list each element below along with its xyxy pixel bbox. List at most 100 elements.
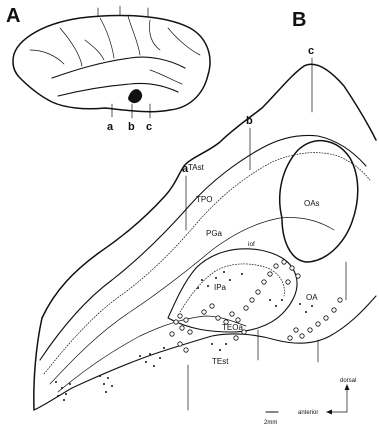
section-label-b: b xyxy=(246,115,253,127)
site-circle xyxy=(324,316,328,320)
site-dot xyxy=(103,383,105,385)
site-dot xyxy=(223,271,225,273)
site-dot xyxy=(69,383,71,385)
site-dot xyxy=(305,311,307,313)
site-circle xyxy=(308,328,312,332)
site-dot xyxy=(219,349,221,351)
site-dot xyxy=(281,299,283,301)
site-circle xyxy=(290,266,294,270)
brain-label-a: a xyxy=(107,121,114,133)
sylvian-fissure xyxy=(52,57,185,78)
site-dot xyxy=(269,299,271,301)
site-dot xyxy=(225,343,227,345)
orientation-anterior-label: anterior xyxy=(298,410,318,416)
site-dot xyxy=(111,385,113,387)
site-dot xyxy=(197,287,199,289)
site-dot xyxy=(299,303,301,305)
orientation-indicator xyxy=(326,384,350,415)
site-dot xyxy=(107,377,109,379)
site-circle xyxy=(184,348,188,352)
site-circle xyxy=(250,298,254,302)
site-circle xyxy=(300,334,304,338)
site-dot xyxy=(215,277,217,279)
upper-bank-boundary xyxy=(50,218,334,385)
site-dot xyxy=(159,357,161,359)
region-label-iof: iof xyxy=(248,241,255,248)
site-dot xyxy=(153,365,155,367)
region-label-pga: PGa xyxy=(206,229,223,238)
site-circle xyxy=(234,336,238,340)
site-circle xyxy=(174,320,178,324)
site-circle xyxy=(338,298,342,302)
site-circle xyxy=(288,336,292,340)
site-dot xyxy=(99,375,101,377)
site-dot xyxy=(57,395,59,397)
site-dot xyxy=(55,381,57,383)
site-dot xyxy=(149,353,151,355)
brain-sulcus-2 xyxy=(100,18,114,58)
site-dot xyxy=(65,393,67,395)
region-label-ipa: IPa xyxy=(214,283,227,292)
region-label-tast: TAst xyxy=(188,163,205,172)
scale-bar-label: 2mm xyxy=(264,420,277,426)
site-circle xyxy=(316,322,320,326)
site-circle xyxy=(282,260,286,264)
panel-b-label: B xyxy=(292,9,306,31)
fundus-inner-boundary xyxy=(180,264,284,312)
site-circle xyxy=(274,264,278,268)
brain-outline xyxy=(13,15,210,111)
superior-temporal-sulcus xyxy=(58,83,178,96)
site-circle xyxy=(236,318,240,322)
region-label-oa: OA xyxy=(306,293,318,302)
site-dot xyxy=(163,347,165,349)
site-circle xyxy=(332,308,336,312)
site-circle xyxy=(286,280,290,284)
lower-bank-boundary xyxy=(58,316,246,392)
section-label-c: c xyxy=(308,45,314,57)
site-dot xyxy=(241,273,243,275)
site-circle xyxy=(180,326,184,330)
recording-area-marker xyxy=(128,89,142,103)
site-circle xyxy=(188,330,192,334)
anterior-arrowhead xyxy=(326,410,332,415)
brain-sulcus-1 xyxy=(60,28,82,66)
site-circle xyxy=(268,272,272,276)
site-dot xyxy=(207,285,209,287)
site-circle xyxy=(178,314,182,318)
region-label-teoa: TEOa xyxy=(222,323,243,332)
site-circle xyxy=(170,332,174,336)
section-outline xyxy=(34,64,376,410)
site-circle xyxy=(210,304,214,308)
site-circle xyxy=(202,310,206,314)
site-dot xyxy=(145,361,147,363)
panel-a-label: A xyxy=(6,5,20,27)
site-dot xyxy=(139,355,141,357)
site-dot xyxy=(211,343,213,345)
site-dot xyxy=(63,399,65,401)
brain-sulcus-4 xyxy=(149,20,160,50)
dorsal-arrowhead xyxy=(345,384,350,390)
site-circle xyxy=(184,318,188,322)
section-drawing xyxy=(34,58,376,410)
brain-sulcus-7 xyxy=(150,70,182,84)
site-dot xyxy=(61,387,63,389)
orientation-dorsal-label: dorsal xyxy=(340,378,356,384)
site-dot xyxy=(105,391,107,393)
brain-sulcus-3 xyxy=(128,16,140,55)
brain-sulcus-6 xyxy=(30,50,64,64)
site-circle xyxy=(294,328,298,332)
region-label-oas: OAs xyxy=(304,199,320,208)
site-dot xyxy=(201,279,203,281)
recording-sites-responsive xyxy=(170,260,342,352)
site-circle xyxy=(216,316,220,320)
recording-sites-unresponsive xyxy=(55,271,313,401)
brain-label-c: c xyxy=(146,121,152,133)
site-circle xyxy=(178,342,182,346)
site-dot xyxy=(275,305,277,307)
section-label-a: a xyxy=(182,163,189,175)
brain-sulcus-8 xyxy=(85,40,104,60)
site-dot xyxy=(229,279,231,281)
site-dot xyxy=(311,305,313,307)
brain-lateral-view xyxy=(13,6,210,118)
